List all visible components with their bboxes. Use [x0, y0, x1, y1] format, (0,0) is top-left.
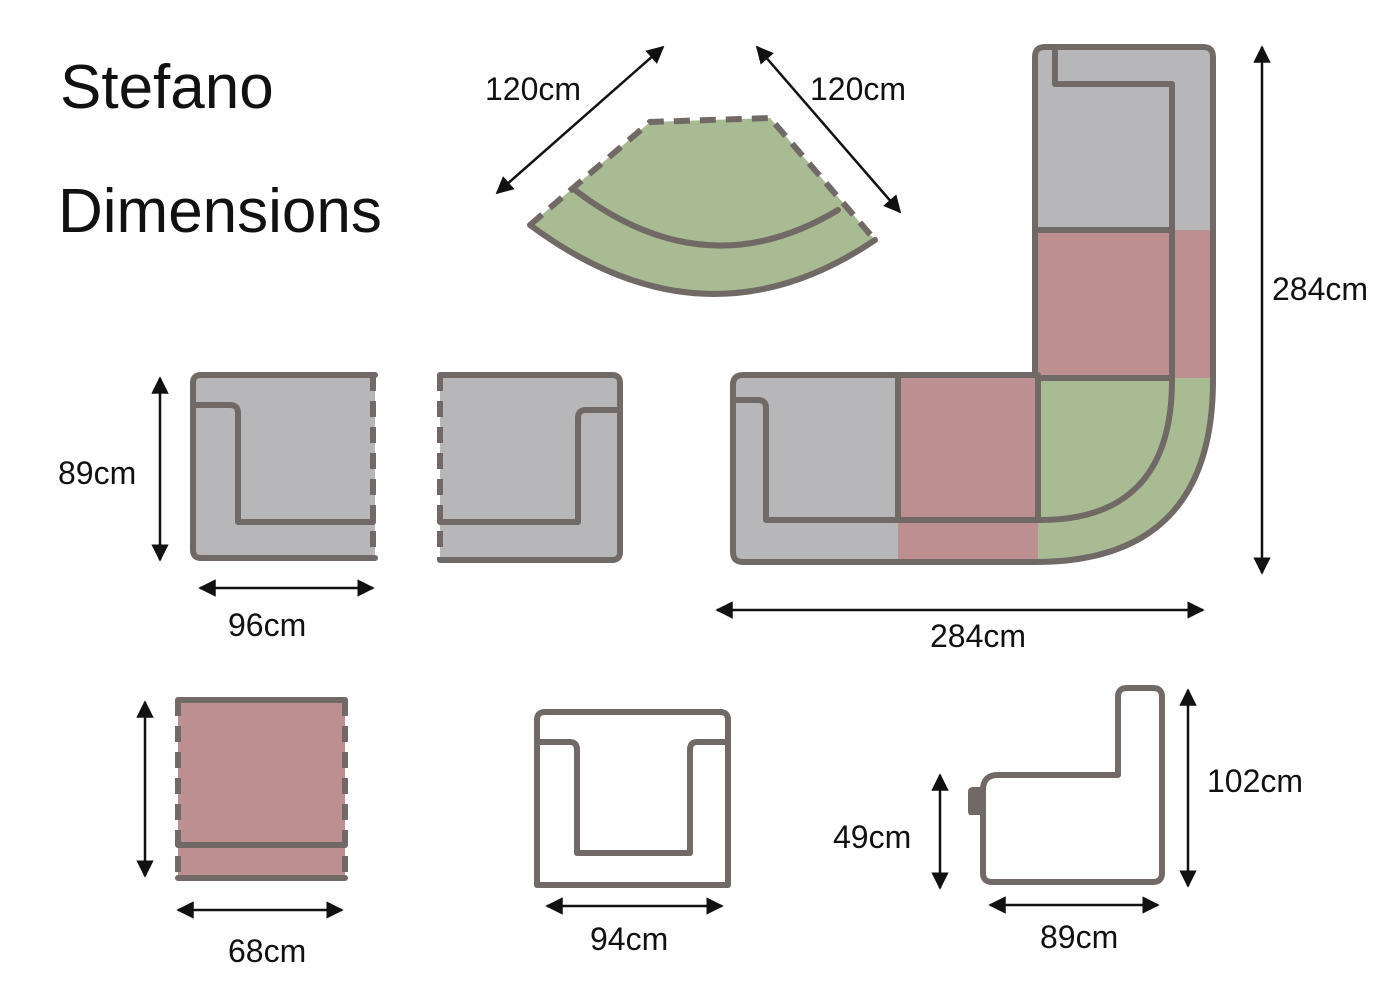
ottoman-width-label: 68cm — [228, 933, 306, 969]
corner-side-b-arrow — [755, 45, 902, 214]
side-depth-label: 89cm — [1040, 919, 1118, 955]
armchair — [534, 709, 731, 888]
total-height-label: 102cm — [1207, 763, 1303, 799]
corner-side-a-label: 120cm — [485, 71, 581, 107]
sofa-width-label: 284cm — [930, 618, 1026, 654]
title-line-2: Dimensions — [58, 177, 382, 246]
right-arm-unit — [437, 372, 623, 563]
sofa-height-label: 284cm — [1272, 271, 1368, 307]
ottoman — [175, 697, 348, 881]
title-line-1: Stefano — [60, 53, 274, 122]
corner-piece — [527, 114, 878, 297]
left-arm-unit — [190, 372, 378, 561]
l-shaped-sofa — [730, 44, 1216, 565]
arm-unit-depth-label: 89cm — [58, 455, 136, 491]
corner-side-b-label: 120cm — [810, 71, 906, 107]
side-view — [968, 685, 1165, 885]
arm-unit-width-label: 96cm — [228, 607, 306, 643]
armchair-width-label: 94cm — [590, 921, 668, 957]
seat-height-label: 49cm — [833, 819, 911, 855]
corner-side-a-arrow — [495, 45, 665, 195]
